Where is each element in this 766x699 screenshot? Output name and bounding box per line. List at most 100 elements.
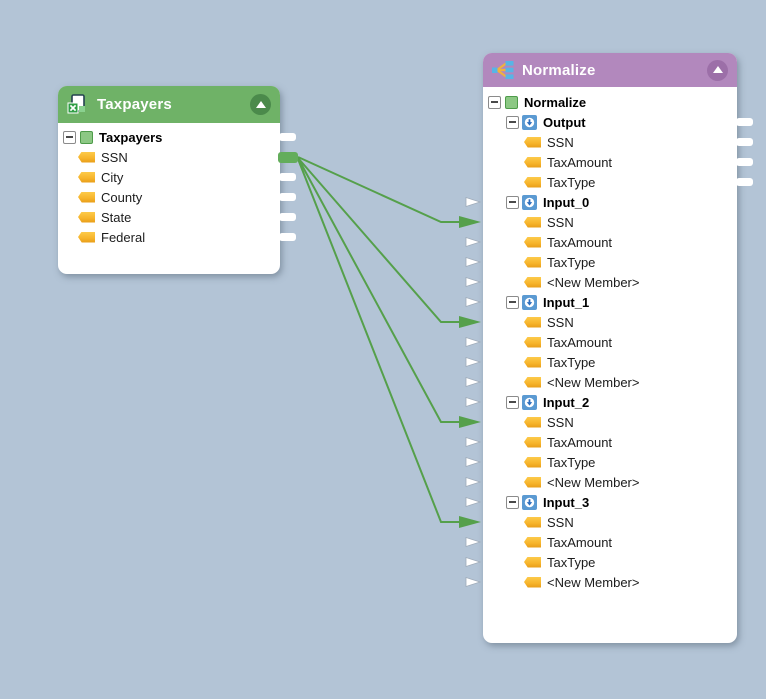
new-member-label[interactable]: <New Member>	[547, 474, 640, 490]
field-label-county[interactable]: County	[101, 189, 143, 205]
input-connector-input1-taxamount[interactable]	[465, 336, 482, 348]
field-label[interactable]: SSN	[547, 214, 574, 230]
field-label[interactable]: TaxType	[547, 354, 596, 370]
input-connector-input2-ssn-connected[interactable]	[459, 416, 481, 428]
tree-item-row[interactable]: TaxType	[483, 252, 737, 272]
field-label[interactable]: TaxAmount	[547, 154, 613, 170]
node-label-output[interactable]: Output	[543, 114, 586, 130]
tree-item-row[interactable]: SSN	[483, 132, 737, 152]
tree-item-row[interactable]: SSN	[58, 147, 280, 167]
input-connector-input3-taxtype[interactable]	[465, 556, 482, 568]
input-connector-input0-newmember[interactable]	[465, 276, 482, 288]
field-label[interactable]: TaxAmount	[547, 234, 613, 250]
input-connector-input1-newmember[interactable]	[465, 376, 482, 388]
tree-item-row[interactable]: TaxType	[483, 352, 737, 372]
output-connector-county[interactable]	[279, 193, 296, 201]
input-connector-input1-ssn-connected[interactable]	[459, 316, 481, 328]
collapse-toggle-icon[interactable]	[506, 195, 519, 209]
input-connector-input3[interactable]	[465, 496, 482, 508]
taxpayers-header[interactable]: Taxpayers	[58, 86, 280, 123]
tree-item-row[interactable]: TaxType	[483, 552, 737, 572]
collapse-toggle-icon[interactable]	[506, 495, 519, 509]
input-connector-input2[interactable]	[465, 396, 482, 408]
input-connector-input3-newmember[interactable]	[465, 576, 482, 588]
output-connector-city[interactable]	[279, 173, 296, 181]
field-label-federal[interactable]: Federal	[101, 229, 146, 245]
input-connector-input2-newmember[interactable]	[465, 476, 482, 488]
collapse-toggle-icon[interactable]	[506, 115, 519, 129]
output-connector-output-taxamount[interactable]	[736, 158, 753, 166]
output-connector-state[interactable]	[279, 213, 296, 221]
tree-item-row[interactable]: SSN	[483, 312, 737, 332]
input-connector-input3-ssn-connected[interactable]	[459, 516, 481, 528]
taxpayers-root-label[interactable]: Taxpayers	[99, 129, 163, 145]
tree-item-row[interactable]: SSN	[483, 212, 737, 232]
field-label-city[interactable]: City	[101, 169, 124, 185]
taxpayers-collapse-button[interactable]	[250, 94, 271, 115]
connection-line-ssn-input0[interactable]	[297, 156, 460, 223]
field-label[interactable]: SSN	[547, 314, 574, 330]
tree-item-row[interactable]: <New Member>	[483, 272, 737, 292]
field-label[interactable]: TaxAmount	[547, 334, 613, 350]
connection-line-ssn-input2[interactable]	[297, 157, 460, 423]
input-connector-input2-taxamount[interactable]	[465, 436, 482, 448]
tree-item-row[interactable]: <New Member>	[483, 372, 737, 392]
output-connector-federal[interactable]	[279, 233, 296, 241]
normalize-root-label[interactable]: Normalize	[524, 94, 587, 110]
tree-item-row[interactable]: SSN	[483, 412, 737, 432]
field-label[interactable]: SSN	[547, 414, 574, 430]
field-label-ssn[interactable]: SSN	[101, 149, 128, 165]
tree-node-row[interactable]: Input_1	[483, 292, 737, 312]
new-member-label[interactable]: <New Member>	[547, 274, 640, 290]
field-label[interactable]: TaxType	[547, 554, 596, 570]
tree-item-row[interactable]: Federal	[58, 227, 280, 247]
tree-item-row[interactable]: TaxAmount	[483, 232, 737, 252]
tree-node-row[interactable]: Input_0	[483, 192, 737, 212]
input-connector-input0[interactable]	[465, 196, 482, 208]
tree-item-row[interactable]: SSN	[483, 512, 737, 532]
output-connector-ssn-connected[interactable]	[278, 152, 298, 163]
input-connector-input3-taxamount[interactable]	[465, 536, 482, 548]
tree-item-row[interactable]: TaxAmount	[483, 152, 737, 172]
field-label[interactable]: TaxAmount	[547, 434, 613, 450]
tree-item-row[interactable]: <New Member>	[483, 572, 737, 592]
normalize-header[interactable]: Normalize	[483, 53, 737, 87]
input-connector-input0-taxamount[interactable]	[465, 236, 482, 248]
field-label-state[interactable]: State	[101, 209, 132, 225]
tree-item-row[interactable]: County	[58, 187, 280, 207]
tree-node-row[interactable]: Normalize	[483, 92, 737, 112]
taxpayers-component[interactable]: Taxpayers Taxpayers SSN City County	[58, 86, 280, 274]
tree-node-row[interactable]: Input_3	[483, 492, 737, 512]
field-label[interactable]: SSN	[547, 134, 574, 150]
field-label[interactable]: SSN	[547, 514, 574, 530]
tree-node-row[interactable]: Output	[483, 112, 737, 132]
input-connector-input0-taxtype[interactable]	[465, 256, 482, 268]
field-label[interactable]: TaxType	[547, 254, 596, 270]
tree-node-row[interactable]: Input_2	[483, 392, 737, 412]
tree-item-row[interactable]: TaxAmount	[483, 532, 737, 552]
input-connector-input2-taxtype[interactable]	[465, 456, 482, 468]
collapse-toggle-icon[interactable]	[506, 295, 519, 309]
tree-item-row[interactable]: TaxType	[483, 172, 737, 192]
field-label[interactable]: TaxAmount	[547, 534, 613, 550]
new-member-label[interactable]: <New Member>	[547, 374, 640, 390]
normalize-collapse-button[interactable]	[707, 59, 728, 81]
output-connector-output[interactable]	[736, 118, 753, 126]
output-connector-taxpayers-root[interactable]	[279, 133, 296, 141]
output-connector-output-ssn[interactable]	[736, 138, 753, 146]
tree-item-row[interactable]: TaxAmount	[483, 332, 737, 352]
normalize-component[interactable]: Normalize Normalize Output SSN TaxAm	[483, 53, 737, 643]
tree-item-row[interactable]: City	[58, 167, 280, 187]
tree-item-row[interactable]: State	[58, 207, 280, 227]
connection-line-ssn-input1[interactable]	[297, 157, 460, 323]
field-label[interactable]: TaxType	[547, 454, 596, 470]
node-label-input-1[interactable]: Input_1	[543, 294, 590, 310]
collapse-toggle-icon[interactable]	[488, 95, 501, 109]
collapse-toggle-icon[interactable]	[63, 130, 76, 144]
input-connector-input1[interactable]	[465, 296, 482, 308]
output-connector-output-taxtype[interactable]	[736, 178, 753, 186]
node-label-input-3[interactable]: Input_3	[543, 494, 590, 510]
tree-item-row[interactable]: TaxType	[483, 452, 737, 472]
node-label-input-0[interactable]: Input_0	[543, 194, 590, 210]
input-connector-input0-ssn-connected[interactable]	[459, 216, 481, 228]
